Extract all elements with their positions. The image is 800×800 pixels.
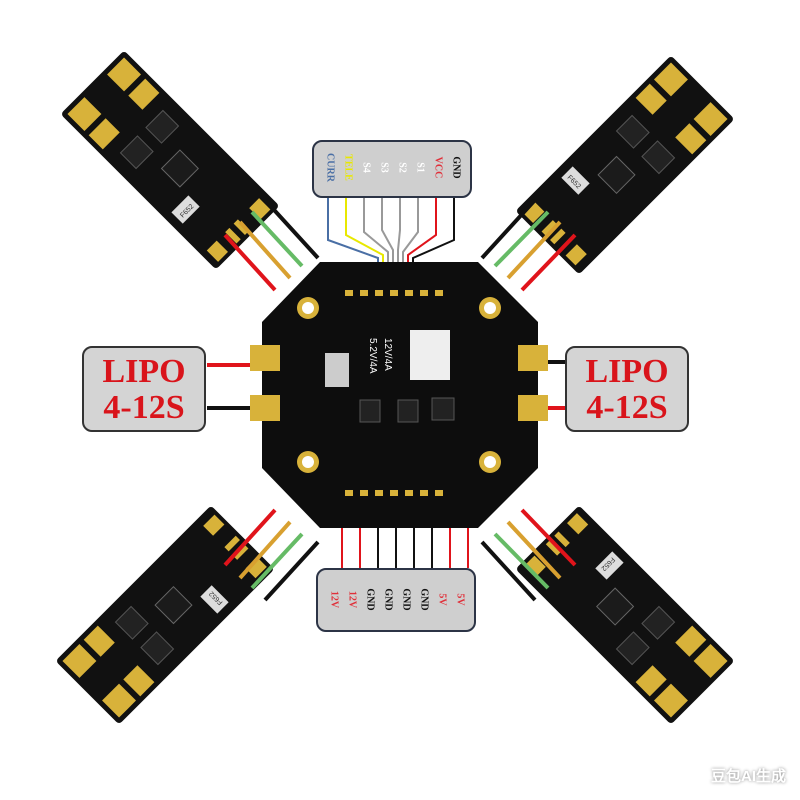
pin-label: GND bbox=[450, 156, 462, 179]
pin-label: S2 bbox=[396, 162, 408, 173]
pin-label: S4 bbox=[360, 162, 372, 173]
lipo-right-label: LIPO 4-12S bbox=[565, 346, 689, 432]
pin-label: 12V bbox=[328, 590, 340, 609]
lipo-right-line2: 4-12S bbox=[586, 389, 668, 426]
pin-label: GND bbox=[364, 588, 376, 611]
board-label-5v: 5.2V/4A bbox=[367, 338, 378, 374]
pin-label: GND bbox=[418, 588, 430, 611]
pin-label: 12V bbox=[346, 590, 358, 609]
pin-label: S3 bbox=[378, 162, 390, 173]
pin-label: TELE bbox=[342, 154, 354, 181]
pin-label: 5V bbox=[436, 593, 448, 606]
esc-top-left: F652 bbox=[59, 49, 281, 271]
bottom-connector-pinout: 12V 12V GND GND GND GND 5V 5V bbox=[316, 568, 476, 632]
lipo-left-line2: 4-12S bbox=[103, 389, 185, 426]
pin-label: S1 bbox=[414, 162, 426, 173]
lipo-right-line1: LIPO bbox=[585, 353, 669, 390]
pin-label: GND bbox=[400, 588, 412, 611]
pin-label: VCC bbox=[432, 156, 444, 179]
pin-label: CURR bbox=[324, 153, 336, 182]
watermark: 豆包AI生成 bbox=[710, 768, 786, 785]
esc-bottom-left: F652 bbox=[54, 504, 276, 726]
top-connector-pinout: CURR TELE S4 S3 S2 S1 VCC GND bbox=[312, 140, 472, 198]
lipo-left-line1: LIPO bbox=[102, 353, 186, 390]
esc-bottom-right: F652 bbox=[514, 504, 736, 726]
pin-label: GND bbox=[382, 588, 394, 611]
pin-label: 5V bbox=[454, 593, 466, 606]
lipo-left-label: LIPO 4-12S bbox=[82, 346, 206, 432]
esc-wires bbox=[223, 198, 577, 602]
esc-top-right: F652 bbox=[514, 54, 736, 276]
power-distribution-board: 12V/4A 5.2V/4A bbox=[250, 262, 548, 528]
board-label-12v: 12V/4A bbox=[382, 338, 393, 371]
